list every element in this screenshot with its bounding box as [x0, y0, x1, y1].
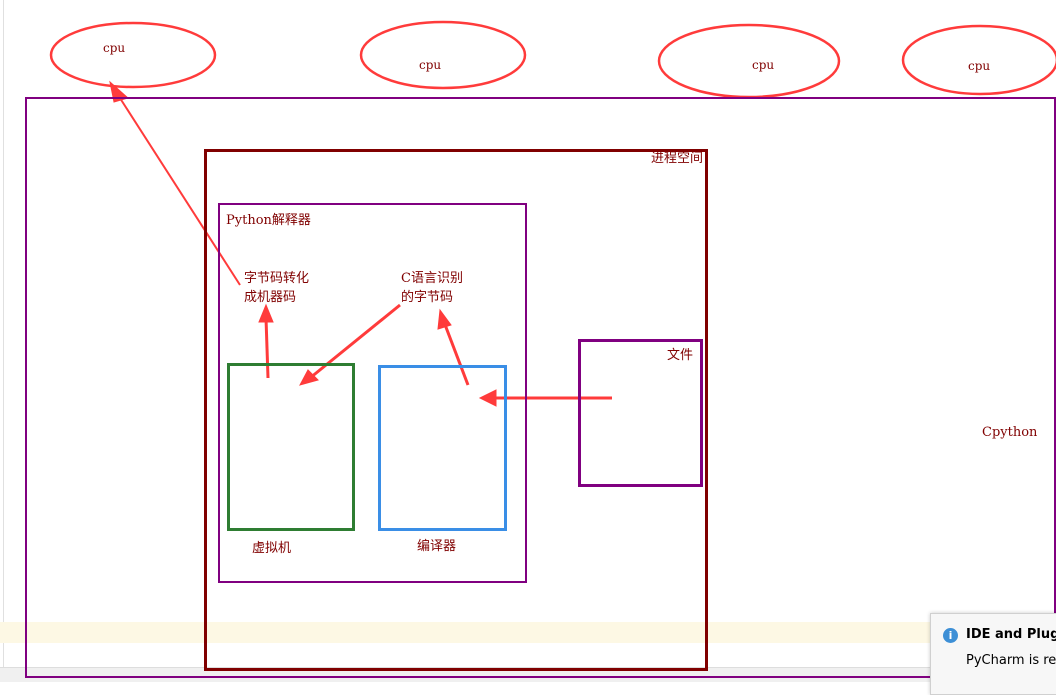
cpu-label: cpu [103, 41, 126, 55]
editor-left-border [3, 0, 4, 681]
notification-body: PyCharm is re [966, 653, 1056, 668]
cpython-box [25, 97, 1056, 678]
note-line: 字节码转化 [244, 271, 310, 286]
arrow-up-bytecode [264, 317, 270, 379]
note-line: 成机器码 [244, 290, 297, 305]
notification-title: IDE and Plug [966, 627, 1056, 642]
highlight-band [0, 622, 1056, 643]
process-space-label: 进程空间 [651, 151, 704, 166]
interpreter-box [218, 203, 527, 583]
info-icon: i [943, 628, 958, 643]
note-line: C语言识别 [401, 271, 463, 286]
compiler-label: 编译器 [417, 539, 457, 554]
arrow-head [299, 369, 319, 386]
cpu-ellipse [657, 23, 841, 99]
arrow-head [258, 303, 274, 323]
notification-popup[interactable]: i IDE and Plug PyCharm is re [930, 613, 1056, 695]
cpu-label: cpu [968, 59, 991, 73]
file-label: 文件 [667, 348, 694, 363]
file-box [578, 339, 703, 487]
arrow-head [437, 308, 452, 330]
cpu-label: cpu [752, 58, 775, 72]
vm-box [227, 363, 355, 531]
compiler-box [378, 365, 507, 531]
cpu-label: cpu [419, 58, 442, 72]
vm-label: 虚拟机 [252, 541, 292, 556]
cpython-label: Cpython [982, 425, 1038, 440]
interpreter-label: Python解释器 [226, 213, 311, 228]
process-space-box [204, 149, 708, 671]
note-line: 的字节码 [401, 290, 454, 305]
cpu-ellipse [49, 21, 217, 89]
cpu-ellipse [359, 20, 527, 90]
arrow-up-c [442, 321, 470, 386]
arrow-head [478, 389, 497, 407]
cpu-ellipse [901, 24, 1056, 96]
